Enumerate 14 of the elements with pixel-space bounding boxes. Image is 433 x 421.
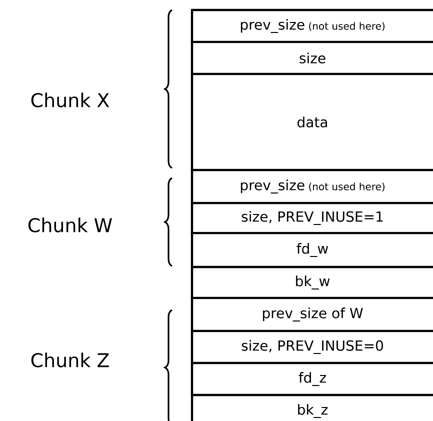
- chunk-label: Chunk W: [28, 218, 112, 232]
- chunk-label: Chunk Z: [31, 352, 109, 368]
- memory-row: prev_size (not used here): [190, 8, 433, 43]
- memory-row: prev_size of W: [190, 296, 433, 332]
- memory-row: data: [190, 72, 433, 171]
- chunk-label: Chunk X: [31, 92, 110, 108]
- memory-row: bk_z: [190, 394, 433, 421]
- memory-row: prev_size (not used here): [190, 168, 433, 204]
- memory-row: fd_z: [190, 362, 433, 396]
- memory-row: size: [190, 40, 433, 75]
- memory-row: fd_w: [190, 232, 433, 268]
- memory-row: size, PREV_INUSE=1: [190, 202, 433, 234]
- memory-row: size, PREV_INUSE=0: [190, 330, 433, 364]
- memory-row: bk_w: [190, 266, 433, 299]
